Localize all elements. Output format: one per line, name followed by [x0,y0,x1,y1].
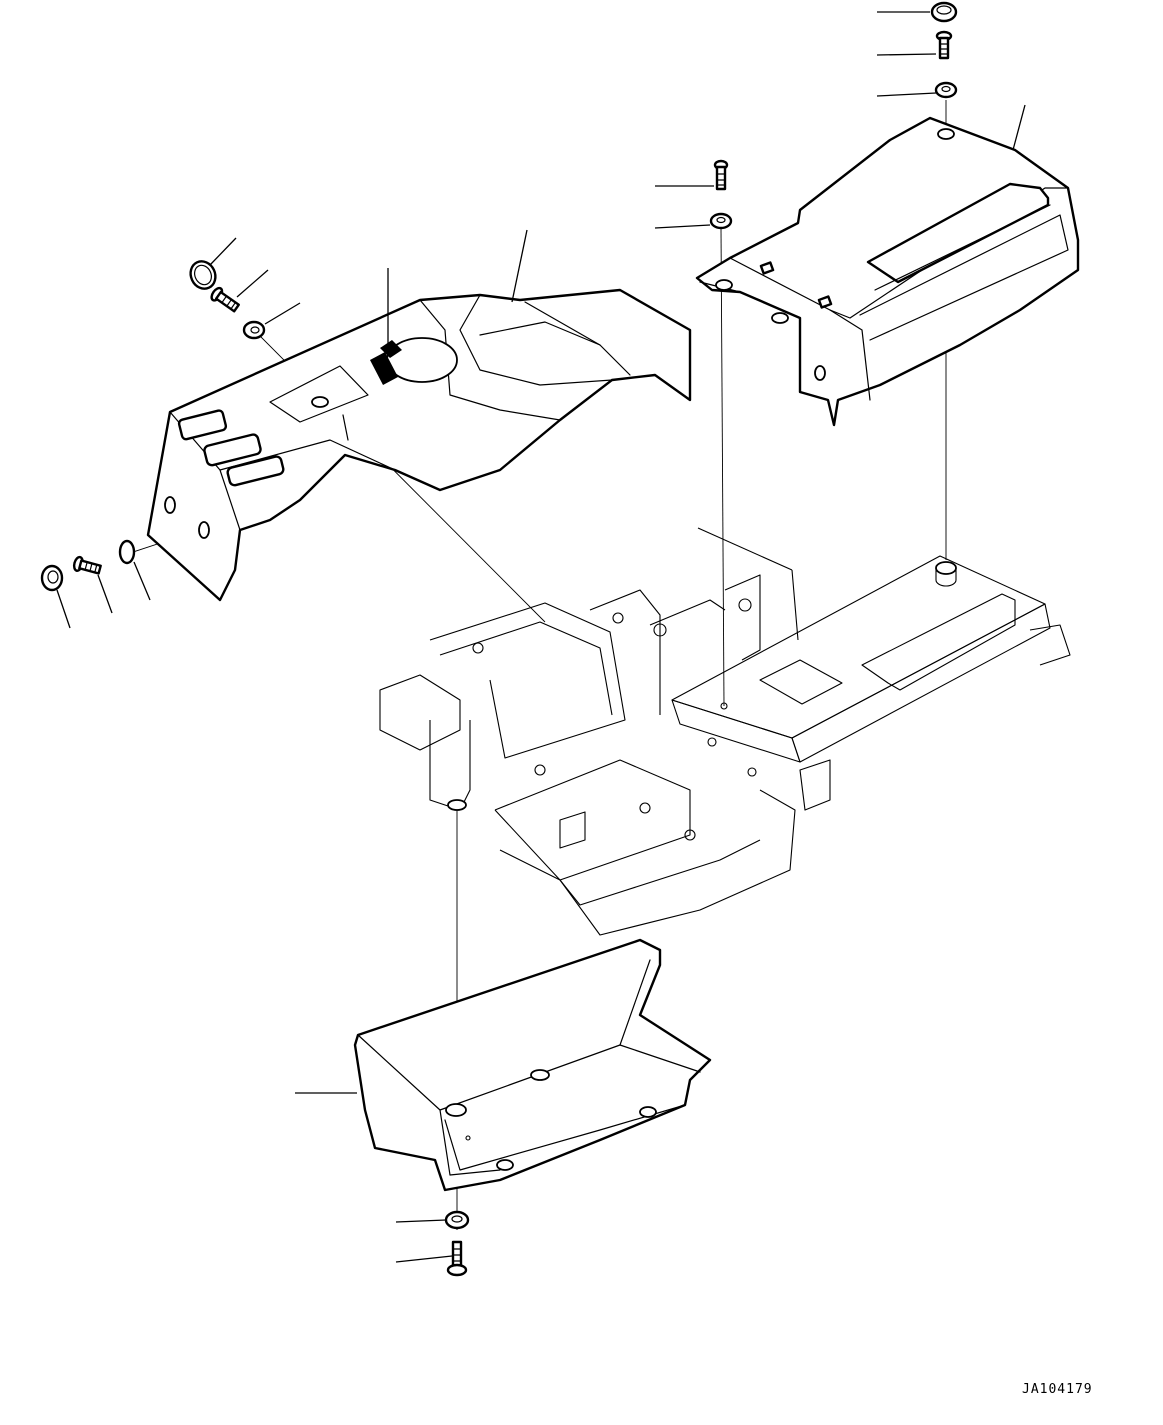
drawing-code-label: JA104179 [1022,1382,1093,1397]
callout-leader [97,574,113,614]
callout-leader [56,589,71,629]
switch-opening [226,455,285,487]
callout-leader [395,1255,453,1263]
mounting-hole [496,1159,514,1171]
callout-leader [654,224,711,229]
washer [40,564,64,592]
mounting-hole [445,1103,467,1117]
mounting-hole [198,521,210,539]
callout-leaders [56,11,1026,1263]
clip-ring [189,260,217,290]
callout-leader [511,229,528,303]
spacer-nut [934,81,958,99]
bottom-floor-cover [353,938,712,1192]
machine-frame [379,527,1071,936]
callout-leader [264,302,301,325]
frame-mount-boss [935,561,957,575]
callout-leader [1012,104,1026,151]
callout-leader [876,92,937,97]
switch-opening [177,409,228,441]
mounting-hole [639,1106,657,1118]
washer [118,539,136,565]
fasteners [40,1,958,1277]
switch-opening [203,433,262,467]
mounting-hole [814,365,826,381]
spacer-nut [709,212,733,230]
top-slot-opening [866,182,1050,284]
spacer-nut [444,1210,470,1230]
right-rear-cover [695,116,1080,427]
callout-leader [236,269,269,298]
bolt [210,286,240,313]
bolt [446,1240,468,1277]
mounting-hole [530,1069,550,1081]
bolt [713,159,729,191]
callout-leader [133,561,151,601]
frame-mount-boss [447,799,467,811]
gauge-scale-marks [370,352,398,385]
mounting-hole [715,279,733,291]
callout-leader [209,237,237,266]
callout-leader [395,1219,447,1223]
callout-leader [876,53,937,56]
mounting-hole [937,128,955,140]
bolt [935,30,953,60]
gauge-opening [386,337,458,383]
mounting-hole [771,312,789,324]
mounting-hole [164,496,176,514]
bolt [72,555,102,575]
left-dashboard-cover [146,288,692,602]
spacer-nut [242,320,266,340]
